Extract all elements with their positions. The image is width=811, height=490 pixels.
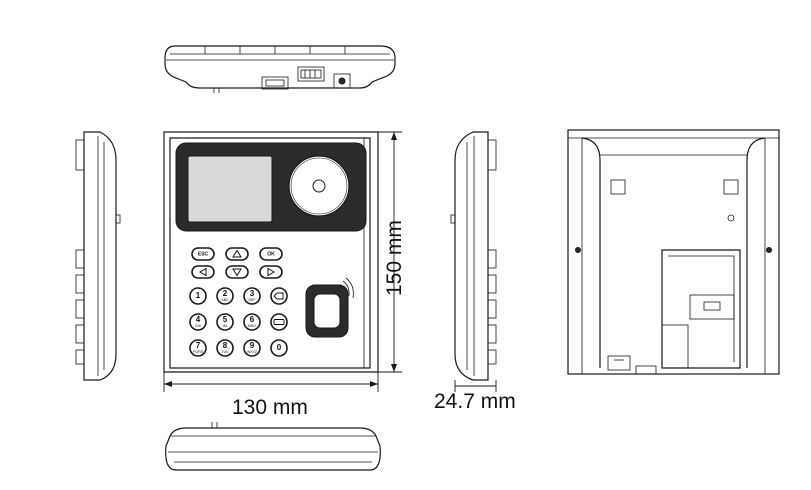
svg-text:9: 9 (250, 341, 255, 350)
key-2: 2 ABC (216, 287, 234, 305)
back-view (567, 129, 780, 375)
key-0: 0 (270, 339, 288, 357)
key-backspace (270, 287, 288, 305)
key-down (225, 265, 249, 279)
svg-text:ABC: ABC (221, 298, 229, 302)
key-4: 4 GHI (189, 313, 207, 331)
svg-text:WXYZ: WXYZ (247, 350, 258, 354)
key-up (225, 247, 249, 261)
right-side-view (450, 131, 497, 392)
key-input-method (270, 313, 288, 331)
svg-text:6: 6 (250, 315, 255, 324)
left-side-view (75, 131, 121, 381)
svg-text:DEF: DEF (249, 298, 256, 302)
key-7: 7 PQRS (189, 339, 207, 357)
svg-text:4: 4 (196, 315, 201, 324)
key-right (259, 265, 283, 279)
bottom-view (165, 422, 381, 471)
svg-text:2: 2 (223, 289, 228, 298)
depth-dimension-label: 24.7 mm (434, 390, 516, 413)
svg-text:MNO: MNO (248, 324, 256, 328)
key-8: 8 TUV (216, 339, 234, 357)
svg-text:PQRS: PQRS (193, 350, 204, 354)
svg-text:GHI: GHI (195, 324, 201, 328)
key-esc: ESC (191, 247, 215, 261)
svg-text:1: 1 (196, 291, 201, 300)
top-view (164, 45, 396, 93)
key-left (191, 265, 215, 279)
fingerprint-sensor (305, 277, 354, 338)
key-6: 6 MNO (243, 313, 261, 331)
svg-text:5: 5 (223, 315, 228, 324)
key-5: 5 JKL (216, 313, 234, 331)
key-1: 1 (189, 287, 207, 305)
key-3: 3 DEF (243, 287, 261, 305)
svg-text:3: 3 (250, 289, 255, 298)
key-esc-label: ESC (198, 251, 209, 257)
front-view: ESC OK 1 2 ABC (163, 131, 402, 392)
key-ok-label: OK (267, 251, 275, 257)
svg-text:8: 8 (223, 341, 228, 350)
svg-text:TUV: TUV (222, 350, 230, 354)
display-screen (187, 155, 273, 223)
svg-text:0: 0 (277, 343, 282, 352)
key-9: 9 WXYZ (243, 339, 261, 357)
svg-text:JKL: JKL (222, 324, 228, 328)
key-ok: OK (259, 247, 283, 261)
svg-text:7: 7 (196, 341, 201, 350)
height-dimension-label: 150 mm (383, 220, 406, 296)
width-dimension-label: 130 mm (232, 396, 308, 419)
